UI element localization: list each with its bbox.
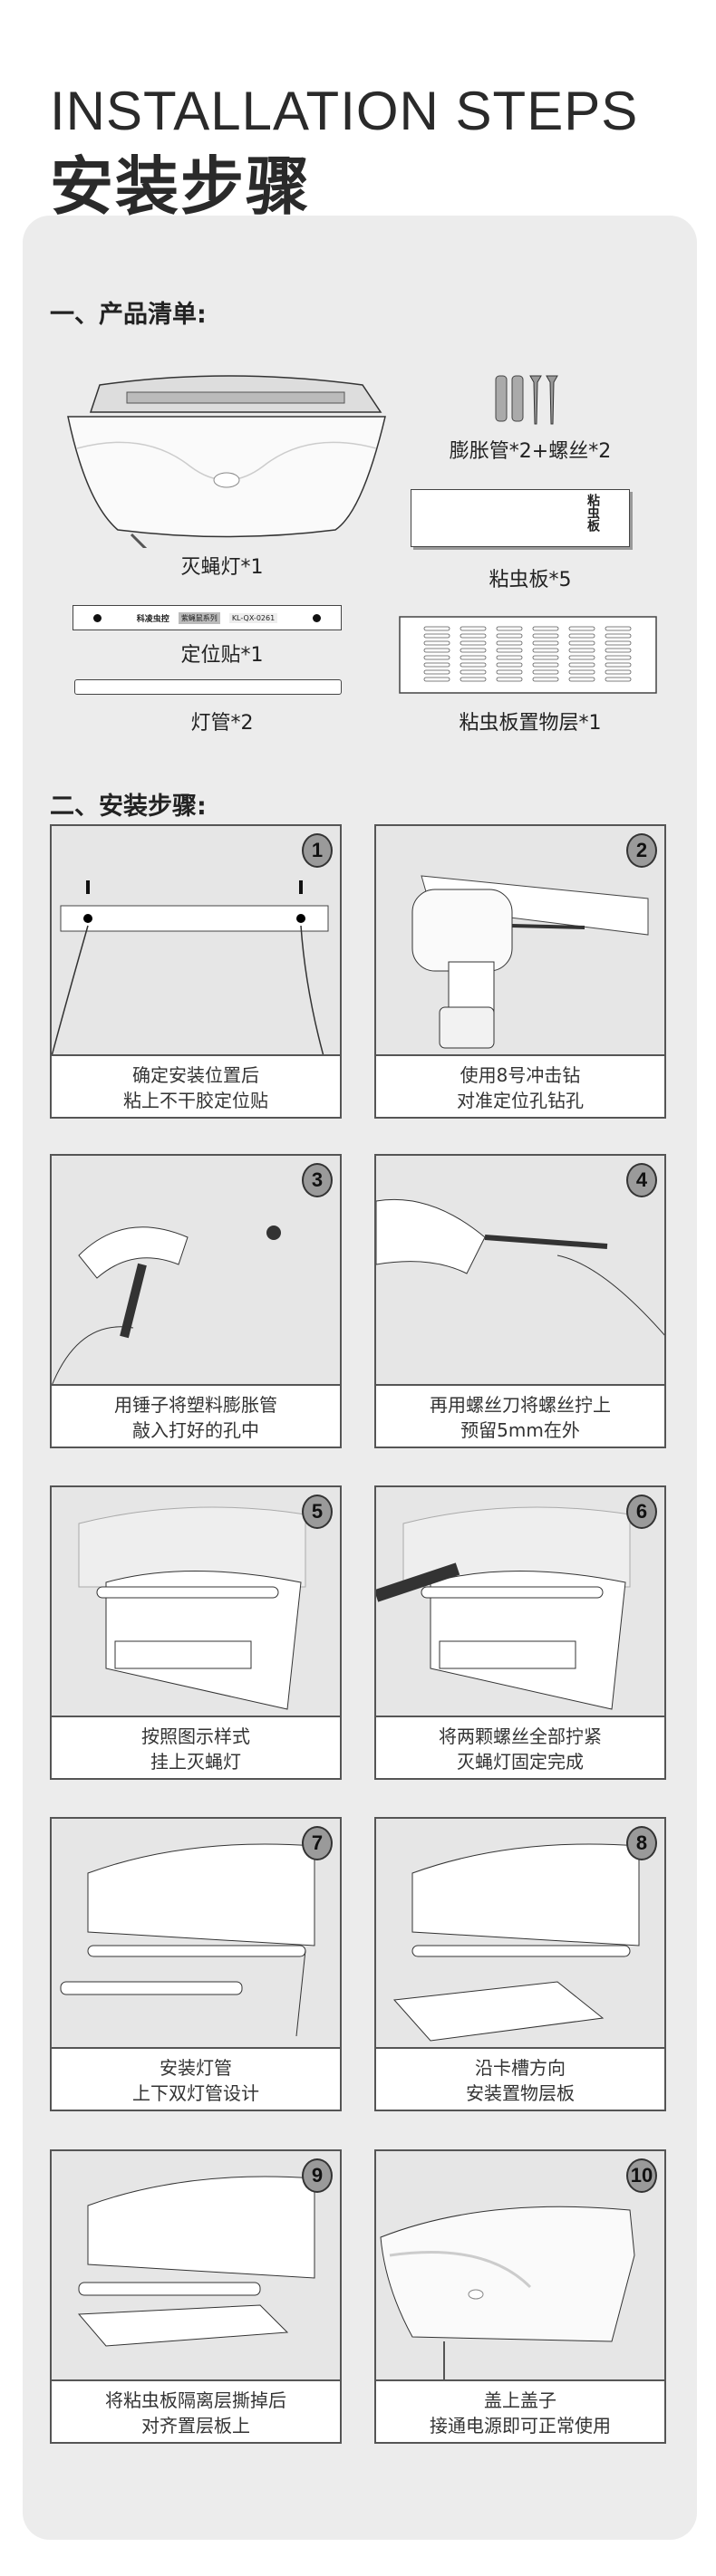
step-text-line1: 盖上盖子: [484, 2389, 556, 2411]
step-illustration: 5: [52, 1487, 340, 1717]
step-card-7: 7 安装灯管上下双灯管设计: [50, 1817, 342, 2111]
sticker-series: 紫蝇鼠系列: [178, 611, 220, 624]
step-text-line1: 沿卡槽方向: [475, 2056, 566, 2079]
step-card-6: 6 将两颗螺丝全部拧紧灭蝇灯固定完成: [374, 1485, 666, 1780]
page-title-en: INSTALLATION STEPS: [50, 81, 639, 141]
product-label-sticker: 定位贴*1: [180, 644, 264, 667]
step-10-drawing: [380, 2206, 635, 2379]
step-card-3: 3 用锤子将塑料膨胀管敲入打好的孔中: [50, 1154, 342, 1448]
step-number-badge: 7: [302, 1826, 333, 1860]
positioning-sticker-image: 科凌虫控 紫蝇鼠系列 KL-QX-0261: [73, 605, 342, 630]
step-text-line1: 确定安装位置后: [132, 1063, 259, 1086]
sticky-board-title: 粘虫板: [585, 494, 600, 532]
step-text-line2: 接通电源即可正常使用: [430, 2414, 611, 2437]
product-label-screws: 膨胀管*2+螺丝*2: [449, 440, 612, 463]
tray-image: [399, 616, 657, 694]
step-9-drawing: [77, 2176, 315, 2347]
product-label-tube: 灯管*2: [190, 712, 254, 735]
step-illustration: 8: [376, 1819, 664, 2049]
page-title-cn: 安装步骤: [50, 149, 311, 224]
step-card-9: 9 将粘虫板隔离层撕掉后对齐置层板上: [50, 2149, 342, 2444]
step-text-line2: 灭蝇灯固定完成: [457, 1750, 584, 1773]
step-number-badge: 1: [302, 833, 333, 868]
step-4-drawing: [376, 1198, 664, 1336]
step-card-5: 5 按照图示样式挂上灭蝇灯: [50, 1485, 342, 1780]
step-illustration: 4: [376, 1156, 664, 1386]
step-number-badge: 5: [302, 1495, 333, 1529]
step-text-line2: 对齐置层板上: [141, 2414, 250, 2437]
step-2-drawing: [411, 875, 649, 1049]
step-text-line2: 预留5mm在外: [460, 1418, 580, 1441]
step-text-line1: 按照图示样式: [141, 1725, 250, 1747]
step-5-drawing: [78, 1506, 306, 1710]
step-illustration: 7: [52, 1819, 340, 2049]
step-number-badge: 3: [302, 1163, 333, 1197]
product-label-sticky-board: 粘虫板*5: [489, 569, 572, 591]
step-number-badge: 8: [626, 1826, 657, 1860]
step-text-line2: 对准定位孔钻孔: [457, 1089, 584, 1111]
step-text-line2: 上下双灯管设计: [132, 2081, 259, 2104]
step-text-line2: 粘上不干胶定位贴: [123, 1089, 268, 1111]
step-illustration: 1: [52, 826, 340, 1056]
step-text-line2: 挂上灭蝇灯: [150, 1750, 241, 1773]
step-3-drawing: [52, 1226, 281, 1384]
tube-image: [74, 679, 342, 695]
step-text-line1: 将两颗螺丝全部拧紧: [439, 1725, 602, 1747]
step-card-2: 2 使用8号冲击钻对准定位孔钻孔: [374, 824, 666, 1119]
step-illustration: 10: [376, 2151, 664, 2381]
step-text-line1: 将粘虫板隔离层撕掉后: [105, 2389, 286, 2411]
step-illustration: 9: [52, 2151, 340, 2381]
step-illustration: 2: [376, 826, 664, 1056]
step-number-badge: 6: [626, 1495, 657, 1529]
sticker-brand: 科凌虫控: [136, 614, 169, 624]
step-number-badge: 10: [626, 2158, 657, 2193]
step-text-line1: 再用螺丝刀将螺丝拧上: [430, 1393, 611, 1416]
step-text-line2: 敲入打好的孔中: [132, 1418, 259, 1441]
step-6-drawing: [376, 1506, 631, 1710]
product-label-tray: 粘虫板置物层*1: [459, 712, 602, 735]
step-card-1: 1 确定安装位置后粘上不干胶定位贴: [50, 824, 342, 1119]
step-illustration: 3: [52, 1156, 340, 1386]
step-7-drawing: [60, 1843, 315, 2037]
step-text-line1: 使用8号冲击钻: [460, 1063, 581, 1086]
sticker-model: KL-QX-0261: [228, 612, 278, 623]
install-steps-heading: 二、安装步骤:: [50, 793, 207, 821]
step-text-line1: 安装灯管: [160, 2056, 232, 2079]
step-8-drawing: [392, 1843, 640, 2042]
step-number-badge: 2: [626, 833, 657, 868]
step-text-line1: 用锤子将塑料膨胀管: [114, 1393, 277, 1416]
step-card-4: 4 再用螺丝刀将螺丝拧上预留5mm在外: [374, 1154, 666, 1448]
step-number-badge: 9: [302, 2158, 333, 2193]
product-label-lamp: 灭蝇灯*1: [180, 556, 264, 579]
step-text-line2: 安装置物层板: [466, 2081, 575, 2104]
step-number-badge: 4: [626, 1163, 657, 1197]
fly-lamp-image: [67, 375, 386, 548]
step-card-10: 10 盖上盖子接通电源即可正常使用: [374, 2149, 666, 2444]
step-1-drawing: [52, 880, 329, 1054]
product-list-heading: 一、产品清单:: [50, 301, 207, 329]
sticky-board-image: 粘虫板: [411, 489, 630, 547]
anchors-screws-image: [495, 375, 558, 425]
step-card-8: 8 沿卡槽方向安装置物层板: [374, 1817, 666, 2111]
step-illustration: 6: [376, 1487, 664, 1717]
